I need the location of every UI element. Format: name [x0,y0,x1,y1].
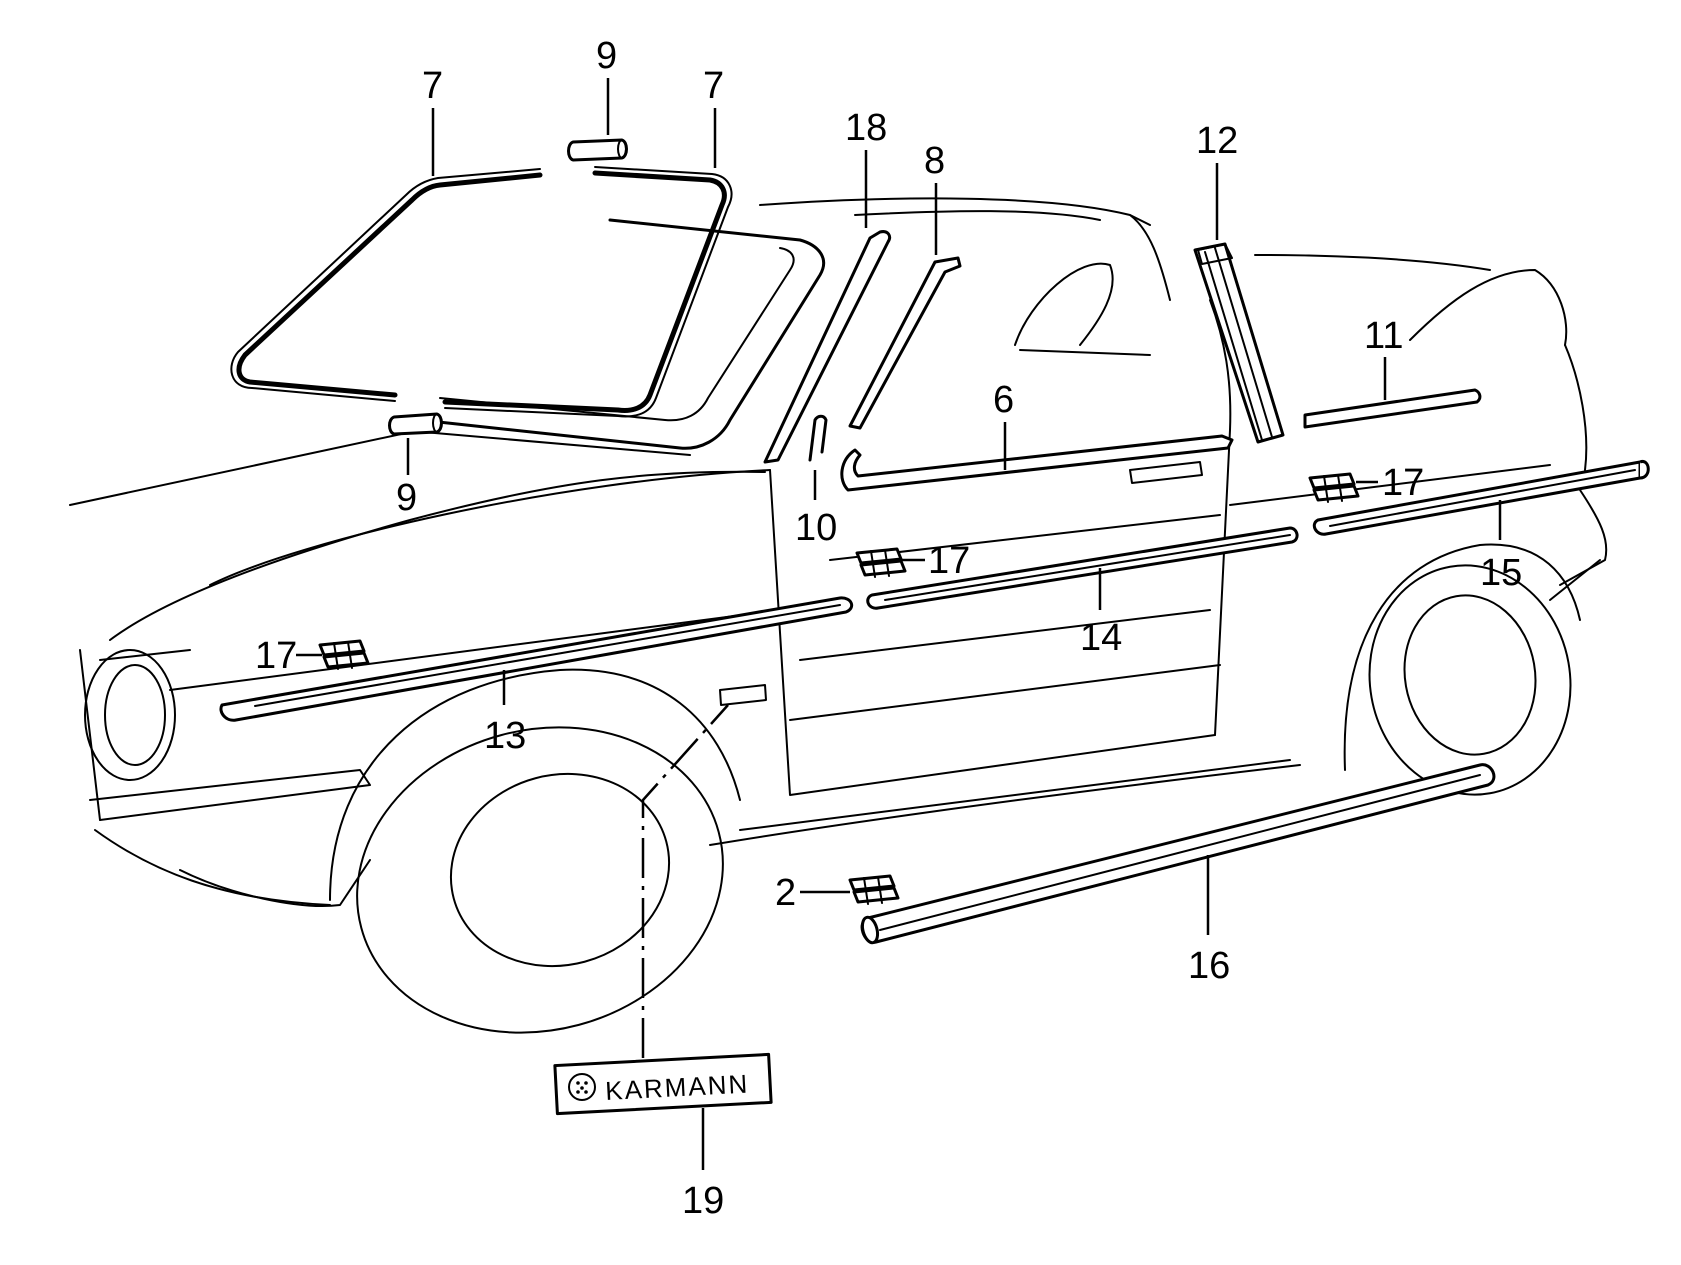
callout-6: 6 [993,379,1014,421]
mounting-clip-17-door [855,547,907,578]
car-body-outline [69,197,1608,1034]
clip-part-10 [808,414,828,462]
windshield-seal-left [236,172,543,398]
callout-18: 18 [845,107,887,149]
badge-text: KARMANN [605,1069,750,1106]
b-pillar-seal [1193,242,1285,444]
callout-13: 13 [484,715,526,757]
callout-7-left: 7 [422,65,443,107]
callout-7-right: 7 [703,65,724,107]
leader-lines [296,78,1502,1170]
rear-window-trim [1303,388,1482,429]
mounting-clip-2 [848,874,900,905]
callout-16: 16 [1188,945,1230,987]
callout-10: 10 [795,507,837,549]
door-frame-trim [848,256,962,430]
quarter-panel-molding [1312,460,1650,536]
callout-17-door: 17 [928,540,970,582]
callout-19: 19 [682,1180,724,1222]
callout-8: 8 [924,140,945,182]
rocker-panel-trim [860,763,1496,945]
window-seal-strip [840,434,1234,492]
a-pillar-trim [763,230,892,464]
mounting-clip-17-front [318,639,370,670]
callout-12: 12 [1196,120,1238,162]
windshield-seal-right [442,170,727,413]
callout-11: 11 [1364,315,1403,357]
callout-17-front: 17 [255,635,297,677]
door-molding [866,526,1299,610]
callout-9-top: 9 [596,35,617,77]
callout-14: 14 [1080,617,1122,659]
fender-molding [219,596,854,722]
callout-15: 15 [1480,552,1522,594]
connector-piece-bottom [388,412,443,436]
callout-labels: 7 9 7 18 8 12 11 6 9 10 17 17 17 15 14 1… [255,35,1522,1222]
callout-17-rear: 17 [1382,462,1424,504]
callout-9-bottom: 9 [396,477,417,519]
connector-piece-top [567,138,628,162]
karmann-badge: KARMANN [553,1052,773,1116]
mounting-clip-17-rear [1308,472,1360,503]
callout-2: 2 [775,872,796,914]
